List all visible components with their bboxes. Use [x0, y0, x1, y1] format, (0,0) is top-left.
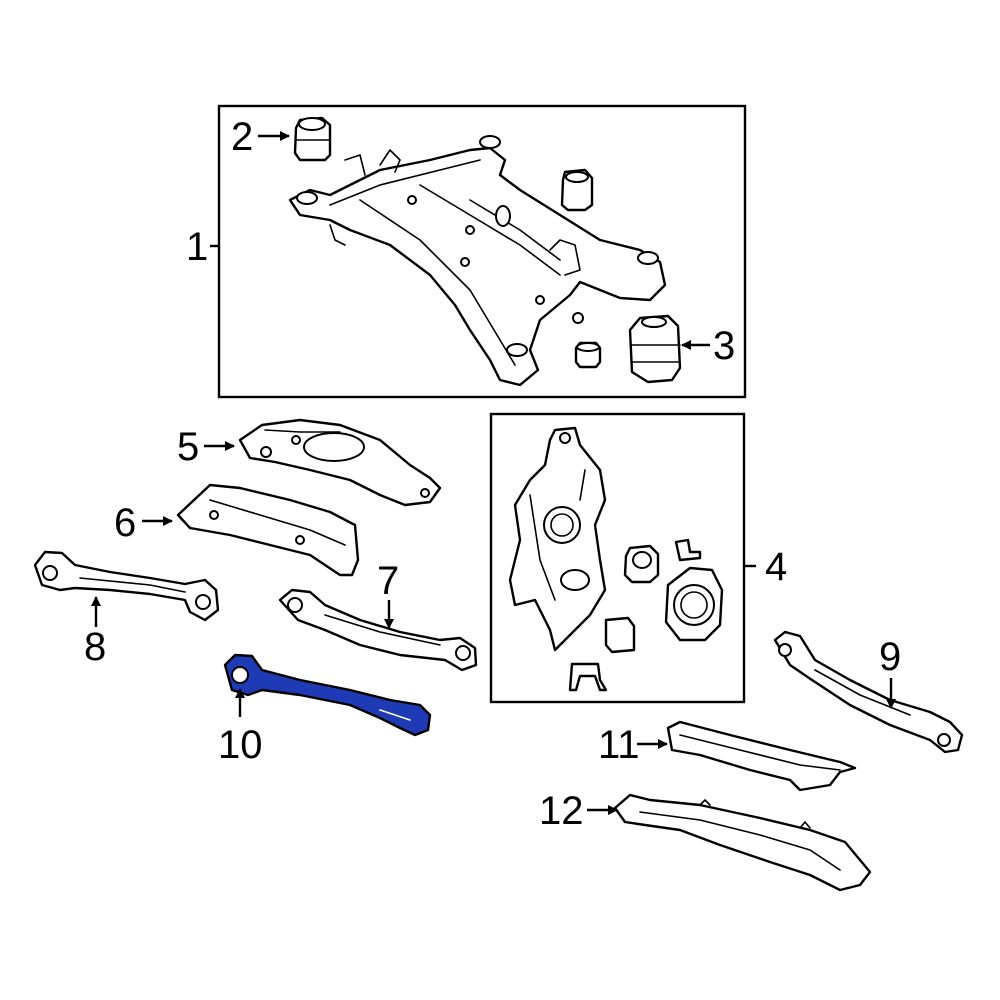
knuckle-clip[interactable] — [568, 662, 608, 692]
callout-11[interactable]: 11 — [598, 723, 640, 767]
link-8[interactable] — [33, 550, 220, 622]
callout-7[interactable]: 7 — [377, 559, 399, 603]
bushing-upper-right[interactable] — [560, 168, 594, 212]
link-7[interactable] — [278, 588, 478, 672]
knuckle-drawing[interactable] — [508, 426, 607, 652]
knuckle-bolt[interactable] — [674, 538, 702, 562]
callout-5[interactable]: 5 — [177, 425, 199, 469]
knuckle-group: 4 — [489, 412, 787, 704]
callout-1[interactable]: 1 — [186, 225, 208, 269]
strip-11[interactable] — [666, 720, 857, 792]
bushing-lower[interactable] — [574, 341, 602, 369]
knuckle-sleeve[interactable] — [604, 616, 636, 654]
callout-8[interactable]: 8 — [84, 625, 106, 669]
callout-10[interactable]: 10 — [218, 723, 263, 767]
link-9[interactable] — [773, 630, 964, 754]
shield-6[interactable] — [176, 483, 360, 577]
link-10-highlighted[interactable] — [223, 653, 432, 737]
callout-9[interactable]: 9 — [879, 635, 901, 679]
callout-6[interactable]: 6 — [114, 501, 136, 545]
callout-12[interactable]: 12 — [539, 789, 584, 833]
callout-2[interactable]: 2 — [231, 115, 253, 159]
callout-4[interactable]: 4 — [765, 545, 787, 589]
knuckle-box — [489, 412, 746, 704]
knuckle-bushing[interactable] — [623, 544, 660, 584]
callout-3[interactable]: 3 — [713, 324, 735, 368]
wheel-bearing[interactable] — [664, 566, 724, 642]
bushing-2[interactable] — [293, 116, 332, 162]
control-arm-5[interactable] — [238, 418, 442, 507]
subframe-box — [217, 104, 747, 399]
subframe-group: 1 2 — [186, 104, 747, 399]
mount-3[interactable] — [628, 314, 682, 384]
panel-12[interactable] — [613, 793, 872, 892]
link-10-body[interactable] — [223, 653, 432, 737]
subframe-drawing[interactable] — [288, 135, 667, 387]
